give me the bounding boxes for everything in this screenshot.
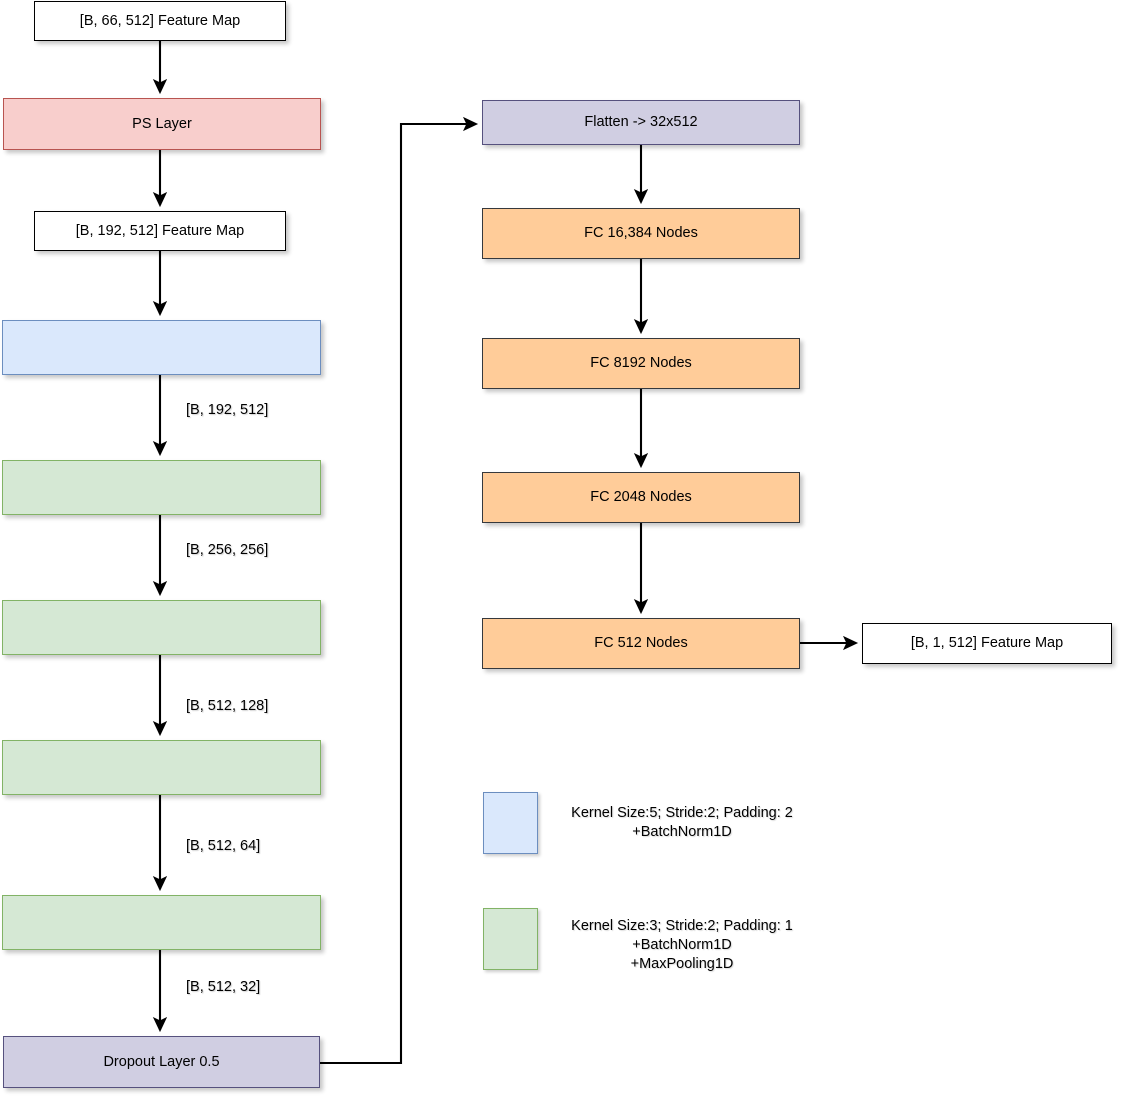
node-label: FC 16,384 Nodes [584, 225, 698, 242]
node-label: [B, 1, 512] Feature Map [910, 635, 1064, 652]
edge-label-b-192-512: [B, 192, 512] [186, 402, 269, 418]
node-conv-block-green-4[interactable] [2, 895, 321, 950]
node-label: Flatten -> 32x512 [584, 114, 698, 131]
legend-text-green: Kernel Size:3; Stride:2; Padding: 1 +Bat… [571, 918, 793, 973]
node-dropout-layer[interactable]: Dropout Layer 0.5 [3, 1036, 320, 1088]
edge-label-b-256-256: [B, 256, 256] [186, 542, 269, 558]
node-fc-2048[interactable]: FC 2048 Nodes [482, 472, 800, 523]
node-label: FC 8192 Nodes [590, 355, 692, 372]
node-label: FC 2048 Nodes [590, 489, 692, 506]
node-fc-16384[interactable]: FC 16,384 Nodes [482, 208, 800, 259]
legend-text-blue: Kernel Size:5; Stride:2; Padding: 2 +Bat… [571, 805, 793, 841]
node-label: PS Layer [132, 115, 192, 132]
node-ps-layer[interactable]: PS Layer [3, 98, 321, 150]
legend-swatch-blue [483, 792, 538, 854]
node-label: FC 512 Nodes [594, 635, 688, 652]
node-conv-block-green-1[interactable] [2, 460, 321, 515]
node-conv-block-blue[interactable] [2, 320, 321, 375]
node-feature-map-192[interactable]: [B, 192, 512] Feature Map [34, 211, 286, 251]
node-label: [B, 66, 512] Feature Map [79, 12, 241, 29]
edge-label-b-512-128: [B, 512, 128] [186, 698, 269, 714]
edge-dropout-to-flatten [320, 116, 479, 1065]
edge-label-b-512-32: [B, 512, 32] [186, 979, 261, 995]
edge-label-b-512-64: [B, 512, 64] [186, 838, 261, 854]
node-conv-block-green-2[interactable] [2, 600, 321, 655]
node-flatten[interactable]: Flatten -> 32x512 [482, 100, 800, 145]
node-fc-512[interactable]: FC 512 Nodes [482, 618, 800, 669]
node-label: [B, 192, 512] Feature Map [75, 222, 245, 239]
node-fc-8192[interactable]: FC 8192 Nodes [482, 338, 800, 389]
legend-swatch-green [483, 908, 538, 970]
node-output-feature-map[interactable]: [B, 1, 512] Feature Map [862, 623, 1112, 664]
node-conv-block-green-3[interactable] [2, 740, 321, 795]
node-label: Dropout Layer 0.5 [103, 1053, 220, 1070]
node-input-feature-map[interactable]: [B, 66, 512] Feature Map [34, 1, 286, 41]
